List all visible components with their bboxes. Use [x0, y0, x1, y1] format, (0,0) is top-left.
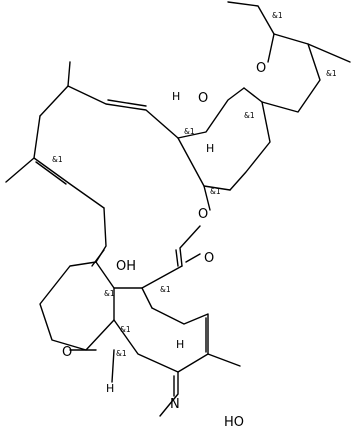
bond-skeleton [5, 1, 351, 417]
atom-o-ring-top: O [256, 61, 266, 76]
atom-ho-oxime: HO [224, 415, 244, 430]
atom-o-ester: O [198, 207, 208, 222]
atom-o-carbonyl: O [204, 251, 214, 266]
stereo-label: &1 [120, 325, 131, 334]
stereo-label: &1 [326, 69, 337, 78]
atom-o-furan: O [62, 345, 72, 360]
double-bonds [35, 99, 207, 397]
stereo-label: &1 [52, 155, 63, 164]
stereo-label: &1 [210, 187, 221, 196]
atom-labels: O O O O OH O N HO [62, 61, 266, 430]
stereo-labels: &1 &1 &1 &1 &1 &1 &1 &1 &1 &1 [52, 11, 337, 358]
stereo-label: &1 [184, 127, 195, 136]
h-top: H [172, 90, 180, 103]
stereo-label: &1 [244, 111, 255, 120]
stereo-label: &1 [160, 285, 171, 294]
h-bottom: H [106, 382, 114, 395]
stereo-label: &1 [272, 11, 283, 20]
h-spiro: H [206, 142, 214, 155]
atom-n-oxime: N [170, 397, 180, 412]
atom-oh-group: OH [116, 259, 136, 274]
atom-o-spiro-ring: O [198, 91, 208, 106]
stereo-label: &1 [116, 349, 127, 358]
hydrogen-labels: H H H H [106, 90, 214, 395]
h-mid: H [176, 338, 184, 351]
stereo-label: &1 [104, 289, 115, 298]
